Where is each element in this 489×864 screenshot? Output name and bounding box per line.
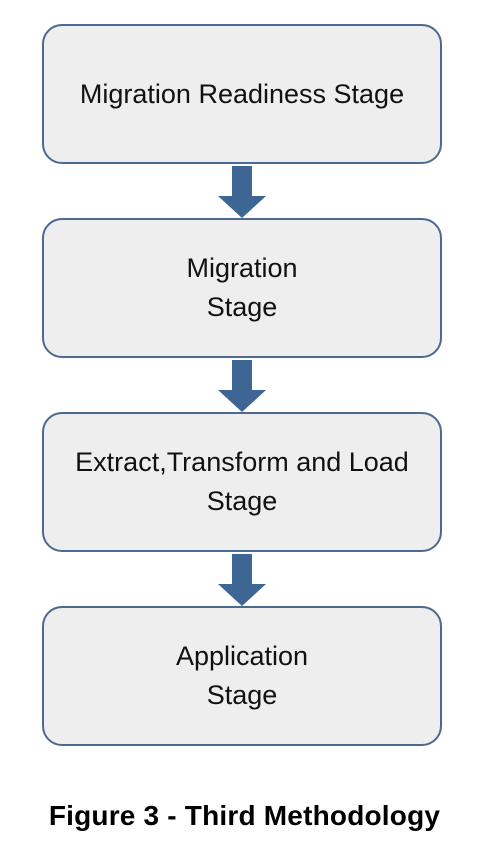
down-arrow-icon — [218, 554, 266, 606]
stage-label: Extract,Transform and Load Stage — [75, 447, 409, 516]
stage-box-migration-readiness: Migration Readiness Stage — [42, 24, 442, 164]
figure-caption: Figure 3 - Third Methodology — [48, 800, 441, 831]
stage-box-application: Application Stage — [42, 606, 442, 746]
stage-label: Migration Stage — [186, 253, 298, 322]
stage-box-etl: Extract,Transform and Load Stage — [42, 412, 442, 552]
down-arrow-icon — [218, 360, 266, 412]
stage-label: Migration Readiness Stage — [79, 78, 405, 109]
stage-label: Application Stage — [175, 641, 309, 710]
stage-box-migration: Migration Stage — [42, 218, 442, 358]
down-arrow-icon — [218, 166, 266, 218]
